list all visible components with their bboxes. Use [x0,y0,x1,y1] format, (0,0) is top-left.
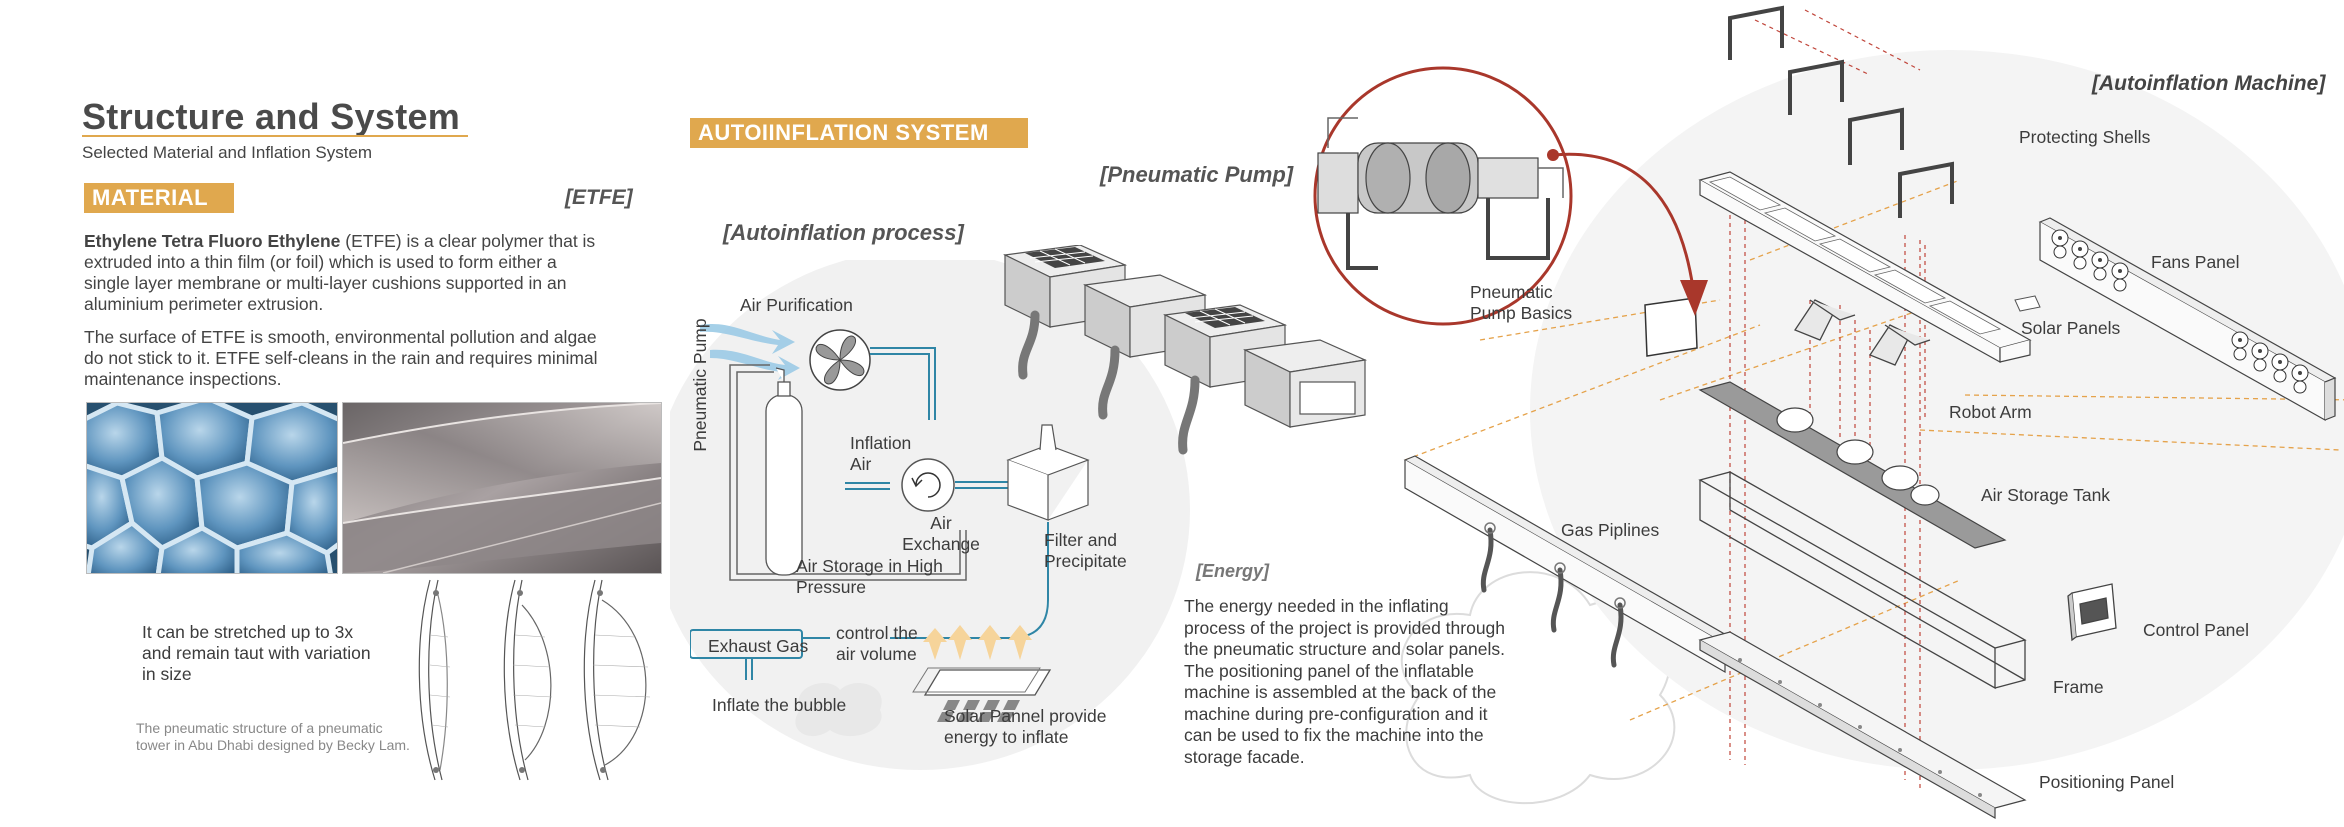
etfe-membrane-photo [342,402,662,574]
pump-basics-callout [1313,66,1708,326]
machine-heading: [Autoinflation Machine] [2092,72,2326,95]
title-rule [82,135,468,137]
fan-icon [809,329,871,391]
label-air-exchange: Air Exchange [902,513,980,554]
air-exchange-icon [901,458,955,512]
process-background [670,260,1190,770]
etfe-paragraph-2: The surface of ETFE is smooth, environme… [84,327,598,389]
label-inflation-air: Inflation Air [850,433,912,474]
stretch-sketches [418,579,651,781]
autoinflation-process-heading: [Autoinflation process] [723,220,964,245]
energy-paragraph: The energy needed in the inflating proce… [1184,596,1506,767]
etfe-description: (ETFE) is a clear polymer that is extrud… [84,231,596,314]
label-inflate-bubble: Inflate the bubble [712,695,847,715]
label-control-panel: Control Panel [2143,620,2250,640]
pneumatic-tower-caption: The pneumatic structure of a pneumatic t… [136,720,410,753]
solar-panel-icon [912,625,1052,722]
label-positioning-panel: Positioning Panel [2039,772,2175,792]
material-tag: MATERIAL [84,183,234,213]
page-subtitle: Selected Material and Inflation System [82,143,373,162]
label-pump-basics: Pneumatic Pump Basics [1470,282,1573,323]
label-pneumatic-pump: Pneumatic Pump [690,318,710,452]
label-control-air: control the air volume [836,623,918,664]
energy-heading: [Energy] [1196,561,1270,581]
autoinflation-process-diagram [690,323,1090,737]
label-air-storage: Air Storage in High Pressure [796,556,943,597]
autoinflation-machine-exploded-view [1403,5,2344,820]
etfe-heading: [ETFE] [565,186,633,209]
label-protecting-shells: Protecting Shells [2019,127,2151,147]
autoinflation-tag: AUTOIINFLATION SYSTEM [690,118,1028,148]
machine-background [1530,50,2344,770]
filter-icon [1006,424,1090,521]
label-exhaust-gas: Exhaust Gas [708,636,809,656]
label-air-purification: Air Purification [740,295,853,315]
etfe-full-name: Ethylene Tetra Fluoro Ethylene [84,231,341,251]
label-solar-pannel: Solar Pannel provide energy to inflate [944,706,1107,747]
label-air-storage-tank: Air Storage Tank [1981,485,2111,505]
energy-background-cloud [1400,571,1676,805]
pneumatic-pump-heading: [Pneumatic Pump] [1100,162,1294,187]
label-solar-panels: Solar Panels [2021,318,2121,338]
etfe-paragraph-1: Ethylene Tetra Fluoro Ethylene (ETFE) is… [84,231,604,315]
gas-cylinder-icon [765,367,803,576]
label-frame: Frame [2053,677,2104,697]
label-filter: Filter and Precipitate [1044,530,1127,571]
label-gas-piplines: Gas Piplines [1561,520,1660,540]
label-robot-arm: Robot Arm [1949,402,2032,422]
stretch-note: It can be stretched up to 3x and remain … [142,622,371,684]
page-title: Structure and System [82,96,461,137]
etfe-cushion-photo [86,402,338,574]
pneumatic-pump-illustration [1002,245,1368,455]
label-fans-panel: Fans Panel [2151,252,2240,272]
